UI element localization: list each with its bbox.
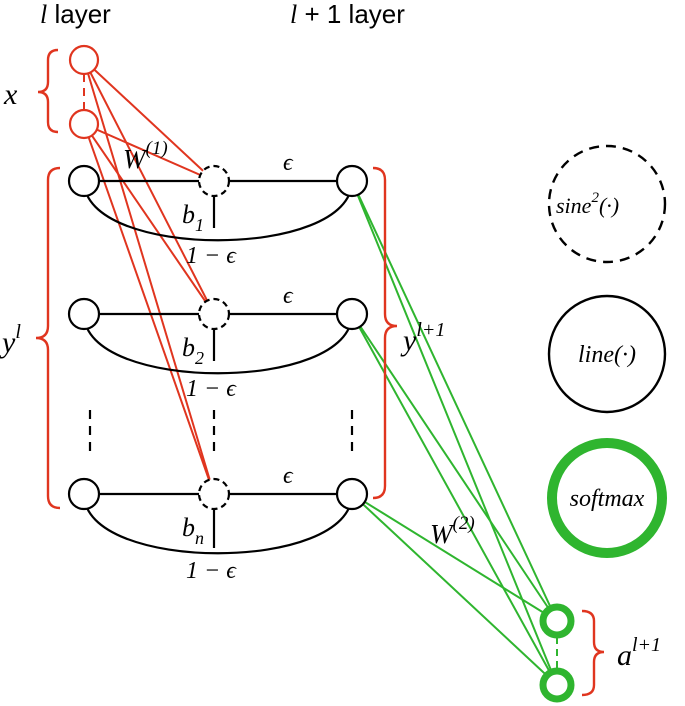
legend-sine-circle (547, 144, 667, 264)
output-node-2 (335, 297, 369, 331)
w1-label: W(1) (123, 138, 168, 174)
softmax-output-nodes (539, 603, 575, 703)
layer-l-title: l layer (40, 0, 111, 29)
layer-l1-title: l + 1 layer (290, 0, 405, 29)
x-input-node-2 (68, 108, 100, 140)
legend-softmax-circle (547, 438, 667, 558)
one-minus-epsilon-label-1: 1 − ϵ (186, 243, 237, 269)
output-node-n (335, 477, 369, 511)
bias-label-n: bn (182, 513, 204, 548)
a-brace (581, 609, 605, 697)
one-minus-epsilon-label-2: 1 − ϵ (186, 376, 237, 402)
legend-line-circle (547, 294, 667, 414)
y-l1-label: yl+1 (400, 319, 445, 357)
softmax-node-2 (539, 667, 575, 703)
epsilon-label-n: ϵ (283, 463, 294, 489)
ellipsis-dashes (88, 410, 354, 454)
output-node-1 (335, 164, 369, 198)
y-l1-brace (372, 166, 398, 500)
bias-label-1: b1 (182, 200, 204, 235)
neuron-row-n (67, 477, 369, 555)
epsilon-label-2: ϵ (283, 283, 294, 309)
legend-sine-label: sine2(·) (556, 190, 619, 218)
x-input-node-1 (68, 44, 100, 76)
legend-softmax-label: softmax (570, 486, 645, 512)
legend-line-label: line(·) (578, 342, 636, 368)
a-label: al+1 (617, 634, 661, 672)
bias-label-2: b2 (182, 333, 204, 368)
softmax-node-1 (539, 603, 575, 639)
neuron-row-1 (67, 164, 369, 242)
x-label: x (3, 78, 18, 111)
sine-node-2 (197, 297, 231, 331)
sine-node-n (197, 477, 231, 511)
neuron-row-2 (67, 297, 369, 375)
w2-label: W(2) (430, 513, 475, 549)
epsilon-label-1: ϵ (283, 150, 294, 176)
input-node-n (67, 477, 101, 511)
input-node-1 (67, 164, 101, 198)
x-input-nodes (68, 44, 100, 140)
sine-node-1 (197, 164, 231, 198)
legend (547, 144, 667, 558)
one-minus-epsilon-label-n: 1 − ϵ (186, 558, 237, 584)
y-l-label: yl (0, 321, 21, 359)
y-l-brace (35, 166, 61, 510)
input-node-2 (67, 297, 101, 331)
output-weight-connections (351, 180, 558, 686)
input-weight-connections (83, 59, 215, 495)
x-brace (37, 48, 59, 134)
